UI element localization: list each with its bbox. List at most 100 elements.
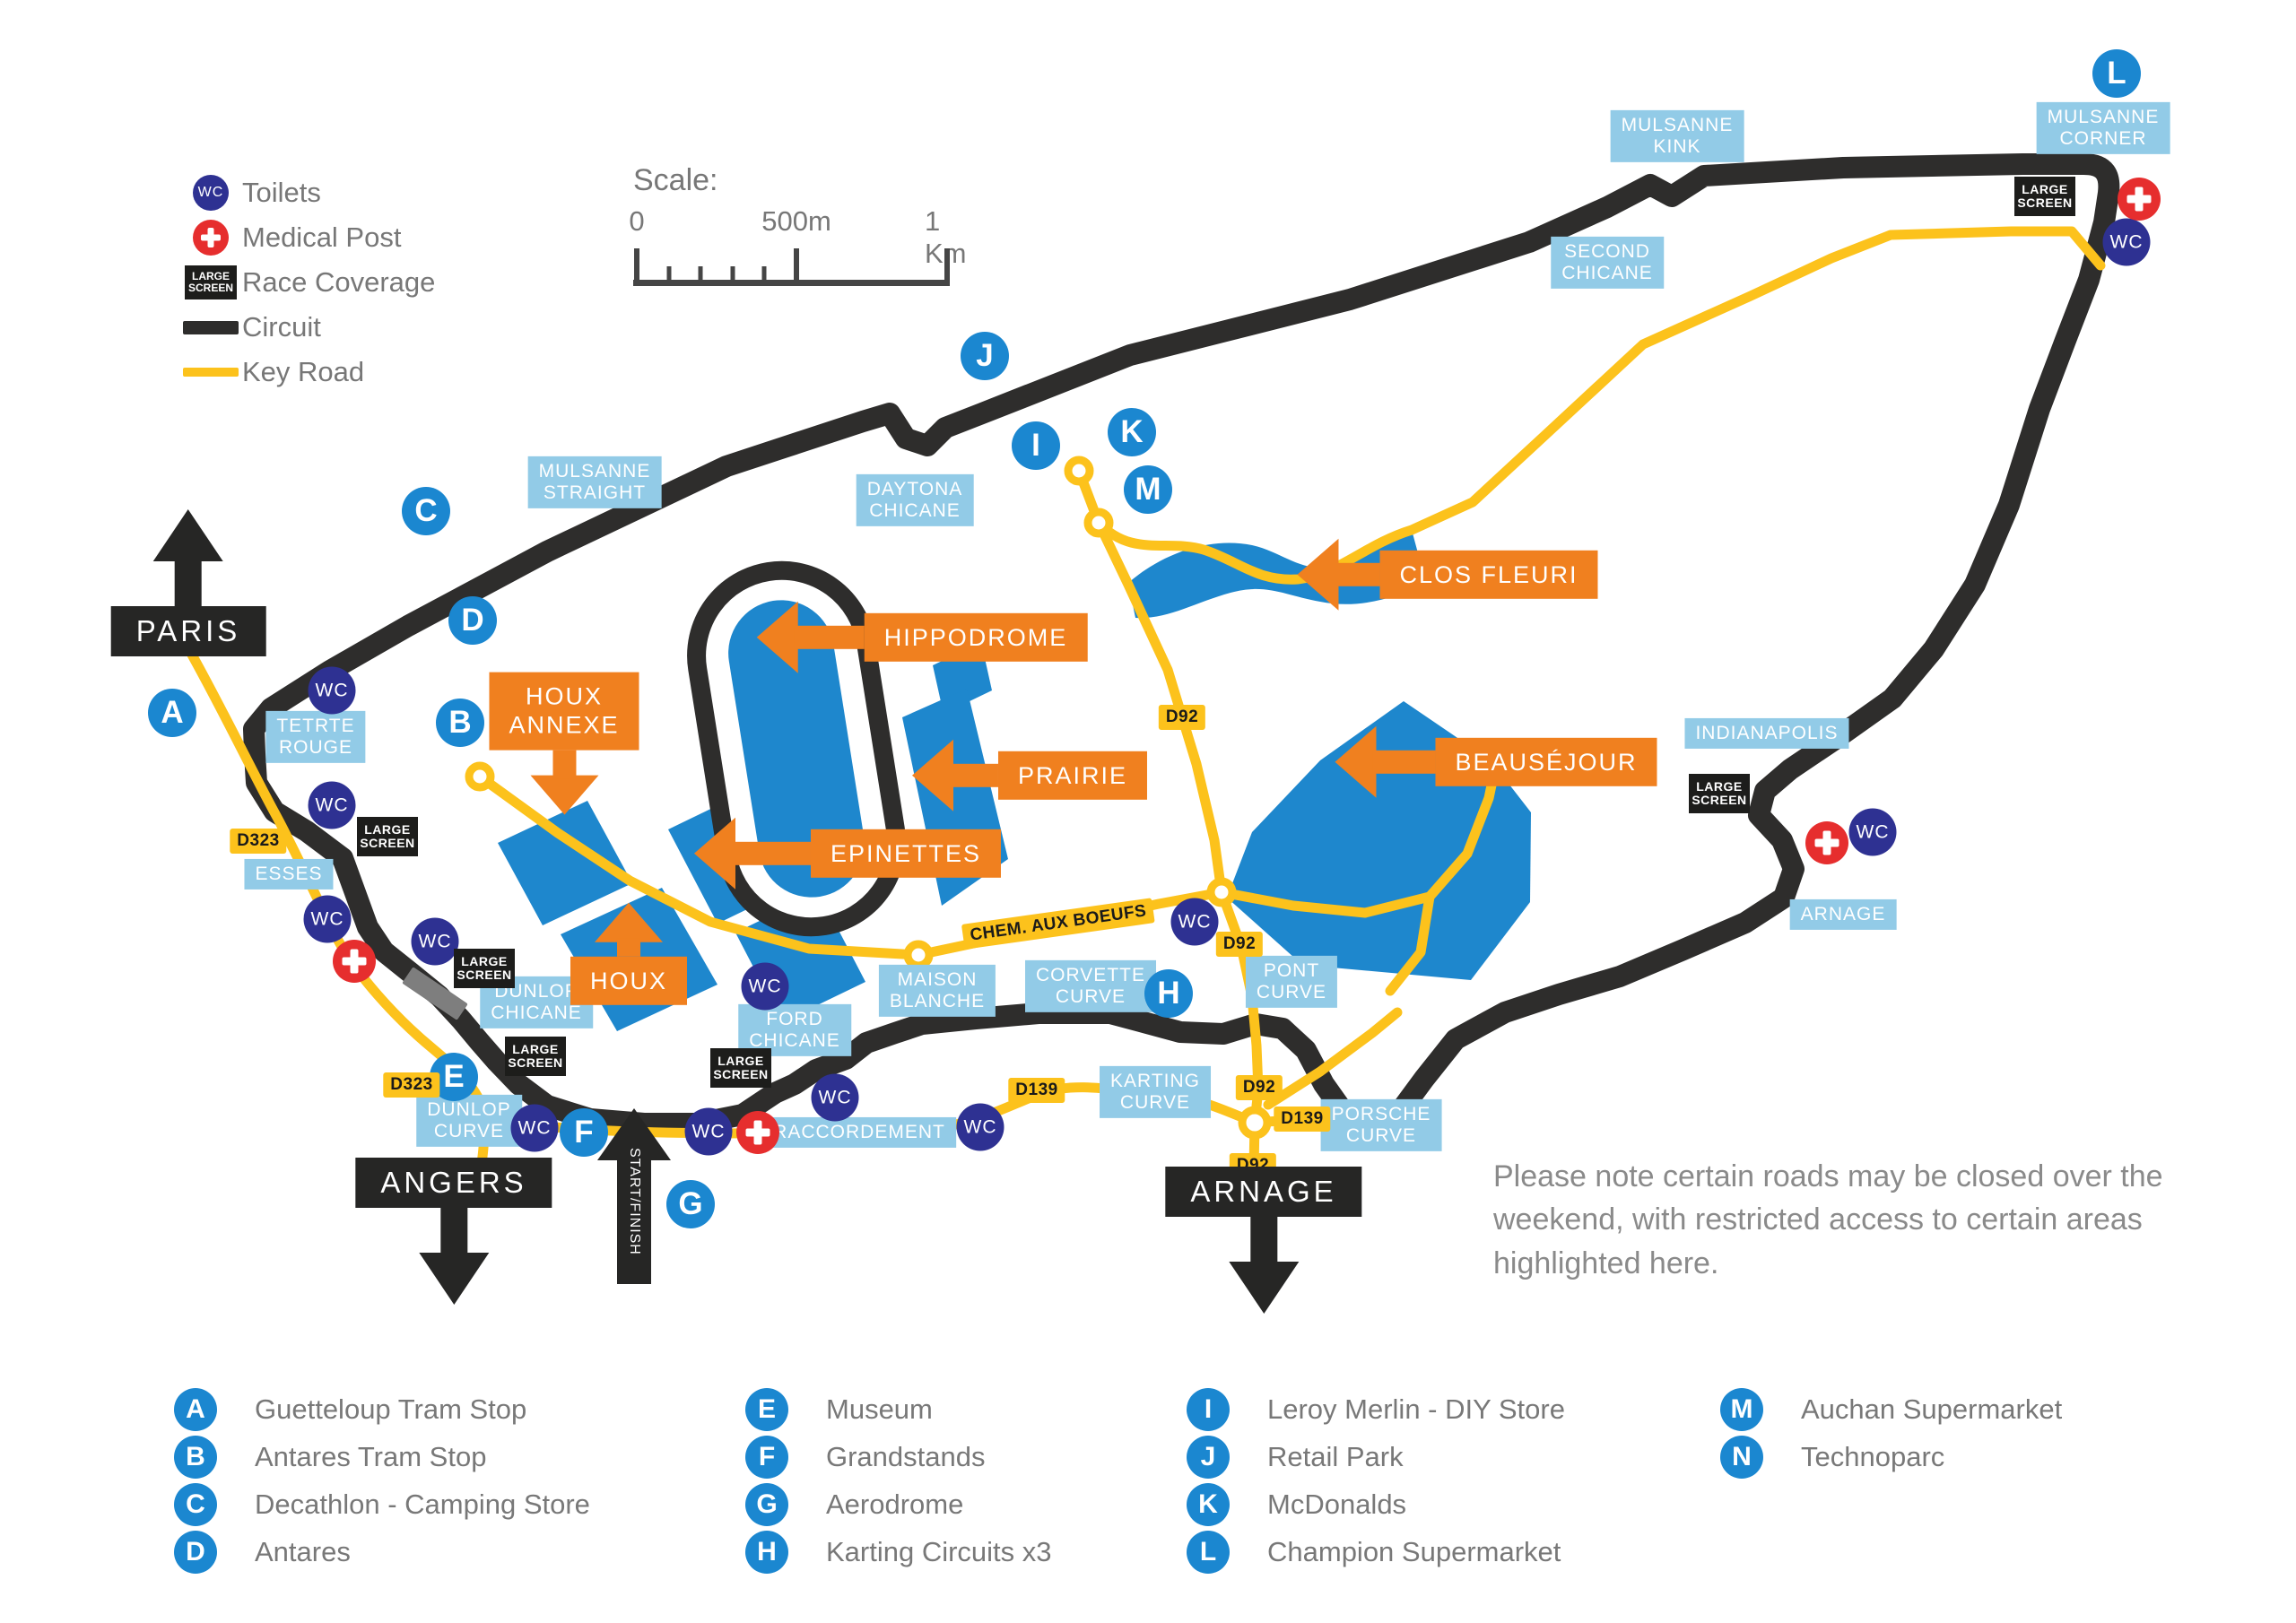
scale-tick bbox=[794, 248, 799, 286]
road-beausejour-loop bbox=[1385, 891, 1435, 996]
medical-marker bbox=[333, 940, 376, 983]
block-arrow-down-icon bbox=[418, 1208, 490, 1305]
road-second-chicane bbox=[1093, 226, 2106, 585]
destination-sign: ARNAGE bbox=[1165, 1167, 1362, 1314]
large-screen-marker: LARGE SCREEN bbox=[710, 1048, 771, 1088]
poi-badge-N: N bbox=[1720, 1435, 1763, 1479]
scale-ruler bbox=[633, 245, 950, 286]
road-sign: D323 bbox=[230, 829, 287, 854]
destination-sign: PARIS bbox=[110, 509, 266, 656]
large-screen-marker: LARGE SCREEN bbox=[2014, 177, 2075, 216]
parking-label: EPINETTES bbox=[693, 817, 1002, 890]
parking-houx bbox=[498, 801, 632, 925]
parking-label: BEAUSÉJOUR bbox=[1335, 725, 1657, 798]
poi-badge-A: A bbox=[174, 1387, 217, 1431]
destination-sign-text: ANGERS bbox=[355, 1158, 552, 1208]
poi-badge-G: G bbox=[745, 1482, 788, 1526]
parking-label-text: EPINETTES bbox=[810, 829, 1002, 879]
track-label: PORSCHE CURVE bbox=[1320, 1098, 1442, 1152]
poi-item-label: McDonalds bbox=[1267, 1488, 1407, 1520]
wc-marker: WC bbox=[1848, 808, 1897, 856]
scale-tick bbox=[761, 266, 767, 286]
track-label: MAISON BLANCHE bbox=[878, 964, 996, 1018]
poi-item-label: Technoparc bbox=[1801, 1440, 1945, 1472]
large-screen-marker: LARGE SCREEN bbox=[454, 949, 515, 988]
circuit-swatch bbox=[179, 320, 242, 334]
wc-marker: WC bbox=[2102, 218, 2151, 266]
poi-item-label: Champion Supermarket bbox=[1267, 1535, 1561, 1567]
track-label: FORD CHICANE bbox=[738, 1003, 851, 1057]
wc-marker: WC bbox=[411, 917, 459, 966]
legend-item-label: Toilets bbox=[242, 177, 321, 208]
large-screen-marker: LARGE SCREEN bbox=[505, 1037, 566, 1076]
medical-marker bbox=[2118, 178, 2161, 221]
wc-icon: WC bbox=[179, 175, 242, 211]
poi-badge-C: C bbox=[174, 1482, 217, 1526]
poi-badge-I: I bbox=[1187, 1387, 1230, 1431]
scale-tick-label: 500m bbox=[761, 205, 831, 237]
footbridge bbox=[402, 967, 468, 1020]
poi-legend-item: B Antares Tram Stop bbox=[174, 1433, 590, 1480]
legend-item-label: Medical Post bbox=[242, 221, 402, 253]
track-label: CORVETTE CURVE bbox=[1025, 959, 1156, 1013]
parking-label-text: HOUX bbox=[570, 956, 688, 1006]
large-screen-icon: LARGE SCREEN bbox=[179, 265, 242, 299]
poi-badge-B: B bbox=[174, 1435, 217, 1479]
road-sign: D139 bbox=[1008, 1078, 1065, 1103]
legend-item-label: Circuit bbox=[242, 311, 321, 343]
circuit-track bbox=[243, 153, 2120, 1134]
scale-tick bbox=[944, 248, 950, 286]
poi-item-label: Auchan Supermarket bbox=[1801, 1393, 2063, 1425]
wc-marker: WC bbox=[741, 962, 789, 1011]
poi-legend-item: M Auchan Supermarket bbox=[1720, 1385, 2062, 1433]
wc-marker: WC bbox=[303, 895, 352, 943]
track-label: INDIANAPOLIS bbox=[1684, 717, 1849, 750]
destination-sign-text: ARNAGE bbox=[1165, 1167, 1362, 1217]
poi-badge-G: G bbox=[666, 1180, 715, 1228]
poi-legend-item: N Technoparc bbox=[1720, 1433, 2062, 1480]
wc-marker: WC bbox=[308, 781, 356, 829]
wc-marker: WC bbox=[684, 1107, 733, 1156]
legend-item: Circuit bbox=[179, 305, 435, 350]
poi-item-label: Retail Park bbox=[1267, 1440, 1404, 1472]
parking-label-text: HIPPODROME bbox=[864, 612, 1088, 663]
track-label: ARNAGE bbox=[1789, 898, 1897, 931]
parking-label: PRAIRIE bbox=[911, 739, 1148, 812]
parking-label-text: PRAIRIE bbox=[997, 751, 1148, 801]
track-label: MULSANNE STRAIGHT bbox=[527, 456, 662, 509]
poi-item-label: Museum bbox=[826, 1393, 933, 1425]
road-sign: D139 bbox=[1274, 1107, 1331, 1132]
poi-badge-M: M bbox=[1720, 1387, 1763, 1431]
poi-item-label: Antares Tram Stop bbox=[255, 1440, 487, 1472]
start-finish-arrow: START/FINISH bbox=[597, 1108, 671, 1284]
circuit-swatch bbox=[183, 320, 239, 334]
scale-tick bbox=[666, 266, 672, 286]
track-label: PONT CURVE bbox=[1245, 955, 1338, 1009]
legend-item-label: Race Coverage bbox=[242, 266, 436, 298]
poi-badge-L: L bbox=[1187, 1530, 1230, 1574]
track-label: KARTING CURVE bbox=[1100, 1065, 1211, 1119]
poi-item-label: Decathlon - Camping Store bbox=[255, 1488, 590, 1520]
block-arrow-down-icon bbox=[1228, 1217, 1300, 1314]
wc-marker: WC bbox=[510, 1104, 559, 1152]
track-label: ESSES bbox=[244, 858, 334, 890]
destination-sign: ANGERS bbox=[355, 1158, 552, 1305]
track-label: MULSANNE KINK bbox=[1610, 109, 1744, 163]
road-porsche-stub bbox=[1263, 1007, 1403, 1110]
scale-tick bbox=[634, 248, 639, 286]
legend-item: Key Road bbox=[179, 350, 435, 395]
legend-item: WC Toilets bbox=[179, 170, 435, 215]
legend-item-label: Key Road bbox=[242, 356, 365, 387]
track-label: TETRTE ROUGE bbox=[265, 710, 366, 764]
legend-item: Medical Post bbox=[179, 215, 435, 260]
wc-marker: WC bbox=[308, 666, 356, 715]
poi-badge-H: H bbox=[1144, 969, 1193, 1018]
road-sign: D92 bbox=[1235, 1075, 1283, 1100]
wc-icon: WC bbox=[193, 175, 229, 211]
